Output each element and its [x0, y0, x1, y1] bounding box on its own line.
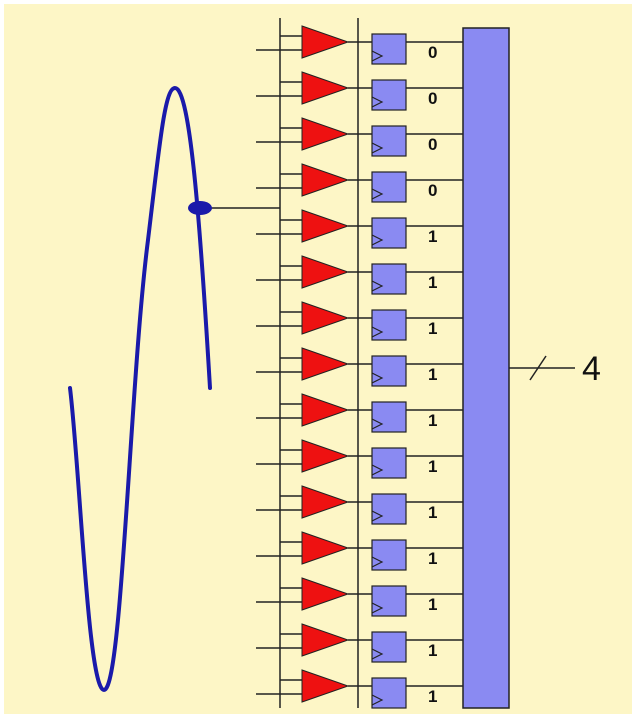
register-clock-mark: [371, 96, 384, 108]
analog-input-waveform: [68, 85, 212, 693]
comparator-row: 1: [256, 347, 463, 387]
comparator-row: 0: [256, 163, 463, 203]
comparator-triangle: [301, 439, 350, 473]
comparator-row: 1: [256, 301, 463, 341]
bit-value-label: 0: [428, 89, 437, 108]
register-clock-mark: [371, 142, 384, 154]
register-box: [371, 493, 407, 525]
bit-value-label: 1: [428, 227, 437, 246]
comparator-triangle: [301, 485, 350, 519]
bit-value-label: 1: [428, 687, 437, 706]
comparator-triangle: [301, 163, 350, 197]
register-box: [371, 263, 407, 295]
register-clock-mark: [371, 50, 384, 62]
comparator-row: 0: [256, 25, 463, 65]
comparator-row: 1: [256, 255, 463, 295]
register-clock-mark: [371, 648, 384, 660]
bit-value-label: 1: [428, 503, 437, 522]
comparator-triangle: [301, 623, 350, 657]
comparator-row: 1: [256, 485, 463, 525]
register-box: [371, 171, 407, 203]
comparator-row: 1: [256, 577, 463, 617]
bit-value-label: 1: [428, 641, 437, 660]
register-clock-mark: [371, 602, 384, 614]
register-clock-mark: [371, 280, 384, 292]
bit-value-label: 1: [428, 365, 437, 384]
bit-value-label: 1: [428, 319, 437, 338]
comparator-triangle: [301, 531, 350, 565]
bit-value-label: 0: [428, 43, 437, 62]
comparator-row: 1: [256, 209, 463, 249]
comparator-triangle: [301, 347, 350, 381]
bit-value-label: 1: [428, 457, 437, 476]
register-box: [371, 125, 407, 157]
comparator-triangle: [301, 669, 350, 703]
register-box: [371, 539, 407, 571]
comparator-row: 1: [256, 669, 463, 709]
comparator-triangle: [301, 71, 350, 105]
comparator-triangle: [301, 209, 350, 243]
comparator-row: 1: [256, 393, 463, 433]
bit-value-label: 1: [428, 595, 437, 614]
register-box: [371, 217, 407, 249]
sample-point: [188, 201, 212, 215]
register-box: [371, 33, 407, 65]
bit-value-label: 1: [428, 411, 437, 430]
comparator-triangle: [301, 301, 350, 335]
bit-value-label: 1: [428, 549, 437, 568]
register-box: [371, 355, 407, 387]
register-box: [371, 585, 407, 617]
bit-value-label: 0: [428, 135, 437, 154]
register-clock-mark: [371, 234, 384, 246]
register-clock-mark: [371, 188, 384, 200]
register-box: [371, 79, 407, 111]
comparator-row: 1: [256, 531, 463, 571]
register-box: [371, 309, 407, 341]
register-box: [371, 631, 407, 663]
register-box: [371, 677, 407, 709]
encoder-block: [462, 27, 510, 709]
register-box: [371, 447, 407, 479]
register-clock-mark: [371, 418, 384, 430]
register-box: [371, 401, 407, 433]
bit-value-label: 1: [428, 273, 437, 292]
comparator-triangle: [301, 577, 350, 611]
bus-width-slash: [529, 355, 547, 381]
bus-width-label: 4: [582, 350, 601, 388]
comparator-row: 1: [256, 439, 463, 479]
register-clock-mark: [371, 556, 384, 568]
register-clock-mark: [371, 326, 384, 338]
register-clock-mark: [371, 372, 384, 384]
register-clock-mark: [371, 694, 384, 706]
comparator-triangle: [301, 393, 350, 427]
bit-value-label: 0: [428, 181, 437, 200]
comparator-row: 0: [256, 117, 463, 157]
register-clock-mark: [371, 510, 384, 522]
register-clock-mark: [371, 464, 384, 476]
comparator-triangle: [301, 255, 350, 289]
comparator-row: 1: [256, 623, 463, 663]
comparator-triangle: [301, 117, 350, 151]
comparator-row: 0: [256, 71, 463, 111]
comparator-triangle: [301, 25, 350, 59]
